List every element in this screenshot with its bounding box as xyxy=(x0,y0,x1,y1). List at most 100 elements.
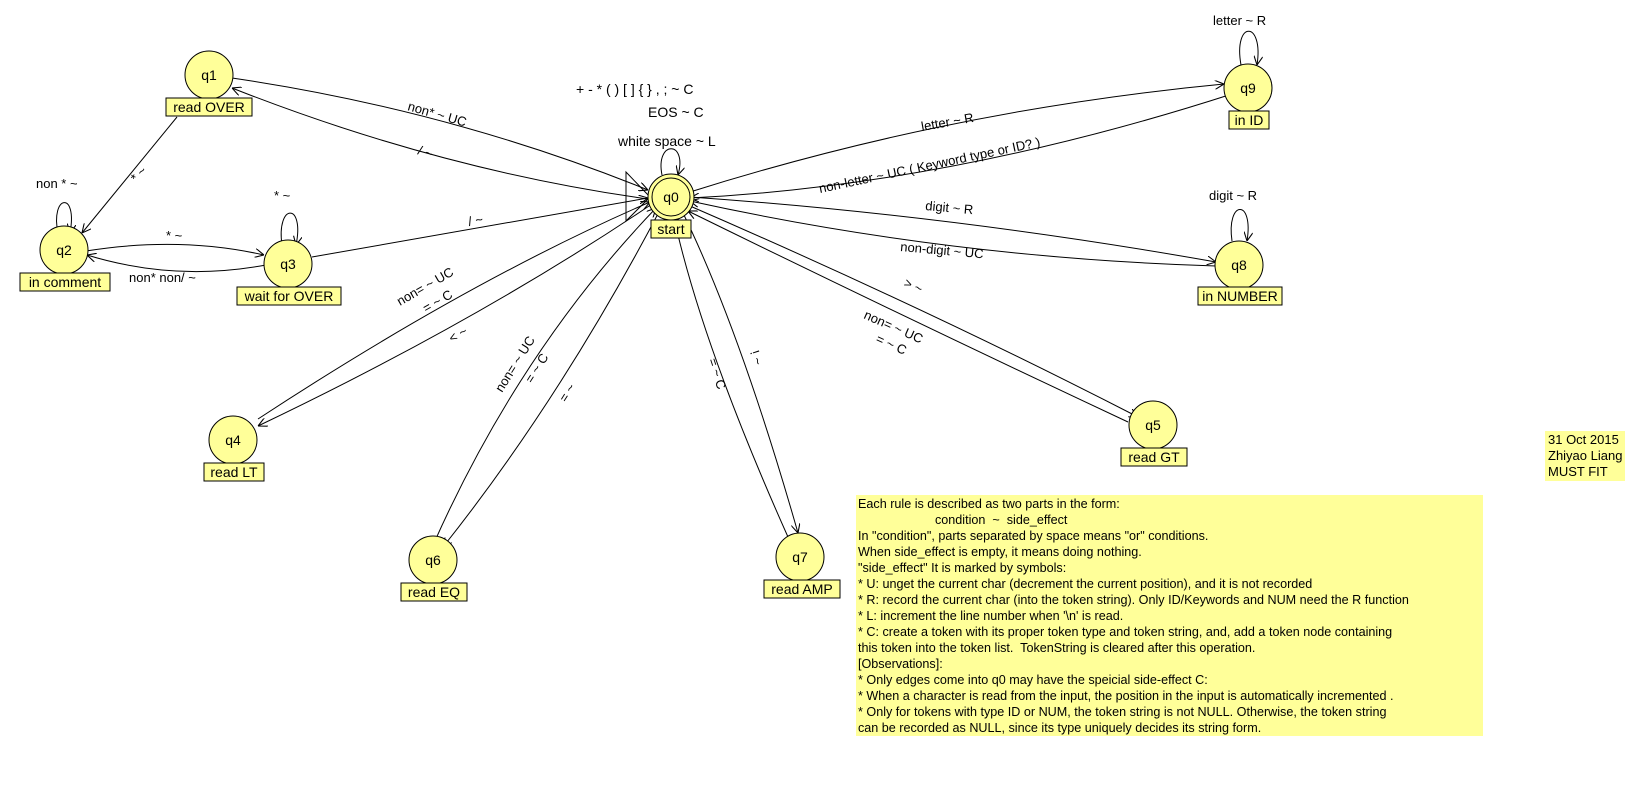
note-line: condition ~ side_effect xyxy=(858,513,1068,527)
edge-q0-q6 xyxy=(443,209,661,547)
state-q0: q0 start xyxy=(647,173,695,239)
state-q6-caption-box xyxy=(400,582,468,602)
fit-text: MUST FIT xyxy=(1548,464,1608,479)
edge-q6-q0 xyxy=(433,208,656,544)
edge-q9-q9 xyxy=(1239,30,1258,65)
edge-q1-q0 xyxy=(231,77,648,190)
author-text: Zhiyao Liang xyxy=(1548,448,1623,463)
state-q4: q4 read LT xyxy=(203,415,265,482)
note-line: * U: unget the current char (decrement t… xyxy=(858,577,1313,591)
state-q4-caption: read LT xyxy=(210,464,258,480)
state-q7-caption-box xyxy=(763,579,841,599)
state-q4-caption-box xyxy=(203,462,265,482)
state-q8-caption: in NUMBER xyxy=(1202,288,1277,304)
state-q7-caption: read AMP xyxy=(771,581,832,597)
state-q0-label: q0 xyxy=(663,189,679,205)
state-q6: q6 read EQ xyxy=(400,535,468,602)
label-q9-q9: letter ~ R xyxy=(1213,13,1266,28)
note-line: * Only edges come into q0 may have the s… xyxy=(858,673,1208,687)
label-q0-q1: / ~ xyxy=(416,143,435,162)
label-q8-q8: digit ~ R xyxy=(1209,188,1257,203)
state-q2-caption: in comment xyxy=(29,274,101,290)
state-q0-accept-ring xyxy=(651,177,691,217)
state-q9-caption: in ID xyxy=(1235,112,1264,128)
note-line: Each rule is described as two parts in t… xyxy=(858,497,1120,511)
edge-q0-q8 xyxy=(689,196,1216,262)
note-line: * C: create a token with its proper toke… xyxy=(858,625,1393,639)
state-q1: q1 read OVER xyxy=(165,50,253,117)
state-q5: q5 read GT xyxy=(1120,400,1188,467)
edge-q0-q4 xyxy=(258,203,653,426)
state-q2-label: q2 xyxy=(56,242,72,258)
edge-q0-q0 xyxy=(660,148,680,175)
edge-q8-q0 xyxy=(690,201,1217,267)
edge-q9-q0 xyxy=(690,93,1233,198)
label-q0-q0-ws: white space ~ L xyxy=(617,133,716,149)
state-q6-caption: read EQ xyxy=(408,584,460,600)
state-q3-label: q3 xyxy=(280,256,296,272)
state-q1-caption: read OVER xyxy=(173,99,245,115)
state-q2: q2 in comment xyxy=(19,225,111,292)
label-q0-q0-eos: EOS ~ C xyxy=(648,104,704,120)
edge-q4-q0 xyxy=(257,202,650,420)
edge-q2-q2 xyxy=(56,202,72,233)
state-q2-caption-box xyxy=(19,272,111,292)
state-q9-label: q9 xyxy=(1240,80,1256,96)
label-q3-q2: non* non/ ~ xyxy=(129,270,196,285)
note-line: When side_effect is empty, it means doin… xyxy=(858,545,1142,559)
edge-q2-q3 xyxy=(85,243,264,255)
label-q9-q0: non-letter ~ UC ( Keyword type or ID? ) xyxy=(818,134,1042,196)
label-q0-q8: digit ~ R xyxy=(925,198,974,217)
label-q8-q0: non-digit ~ UC xyxy=(900,239,984,261)
state-q9-caption-box xyxy=(1228,110,1270,130)
label-q7-q0: = ~ C xyxy=(705,356,729,391)
edge-q5-q0 xyxy=(688,211,1129,423)
edge-q7-q0 xyxy=(673,213,789,538)
state-q3-caption-box xyxy=(236,286,342,306)
state-q5-caption-box xyxy=(1120,447,1188,467)
note-line: In "condition", parts separated by space… xyxy=(858,529,1209,543)
note-line: [Observations]: xyxy=(858,657,943,671)
note-line: * L: increment the line number when '\n'… xyxy=(858,609,1124,623)
edge-q3-q0 xyxy=(311,198,648,258)
state-q8-caption-box xyxy=(1197,286,1283,306)
note-line: can be recorded as NULL, since its type … xyxy=(858,721,1262,735)
label-q0-q5: > ~ xyxy=(902,275,926,297)
state-q1-caption-box xyxy=(165,97,253,117)
state-q8-label: q8 xyxy=(1231,257,1247,273)
state-q7-label: q7 xyxy=(792,549,808,565)
label-q2-q3: * ~ xyxy=(166,228,183,243)
state-q8: q8 in NUMBER xyxy=(1197,240,1283,306)
label-q1-q0: non* ~ UC xyxy=(406,98,468,129)
edge-q8-q8 xyxy=(1230,209,1248,241)
state-q3: q3 wait for OVER xyxy=(236,239,342,306)
rules-note: Each rule is described as two parts in t… xyxy=(856,495,1483,736)
label-q0-q7: ! ~ xyxy=(747,348,766,367)
state-q5-label: q5 xyxy=(1145,417,1161,433)
edge-q3-q3 xyxy=(280,212,298,245)
state-q1-label: q1 xyxy=(201,67,217,83)
state-q3-caption: wait for OVER xyxy=(244,288,334,304)
state-q9: q9 in ID xyxy=(1223,63,1273,130)
label-q2-q2: non * ~ xyxy=(36,176,78,191)
label-q0-q0-ops: + - * ( ) [ ] { } , ; ~ C xyxy=(576,81,693,97)
edge-q0-q9 xyxy=(689,84,1224,193)
label-q0-q9: letter ~ R xyxy=(920,110,975,134)
state-q0-caption-box xyxy=(650,219,692,239)
date-text: 31 Oct 2015 xyxy=(1548,432,1619,447)
label-q3-q3: * ~ xyxy=(274,188,291,203)
edge-q0-q7 xyxy=(682,212,798,533)
edge-q3-q2 xyxy=(87,255,267,273)
state-q4-label: q4 xyxy=(225,432,241,448)
note-line: "side_effect" It is marked by symbols: xyxy=(858,561,1067,575)
state-q7: q7 read AMP xyxy=(763,532,841,599)
note-line: * When a character is read from the inpu… xyxy=(858,689,1394,703)
state-q0-caption: start xyxy=(657,221,684,237)
label-q3-q0: / ~ xyxy=(467,212,485,229)
state-q5-caption: read GT xyxy=(1128,449,1180,465)
note-line: this token into the token list. TokenStr… xyxy=(858,641,1256,655)
note-line: * Only for tokens with type ID or NUM, t… xyxy=(858,705,1387,719)
note-line: * R: record the current char (into the t… xyxy=(858,593,1409,607)
edge-q0-q1 xyxy=(232,88,649,200)
edge-q0-q5 xyxy=(689,205,1138,417)
